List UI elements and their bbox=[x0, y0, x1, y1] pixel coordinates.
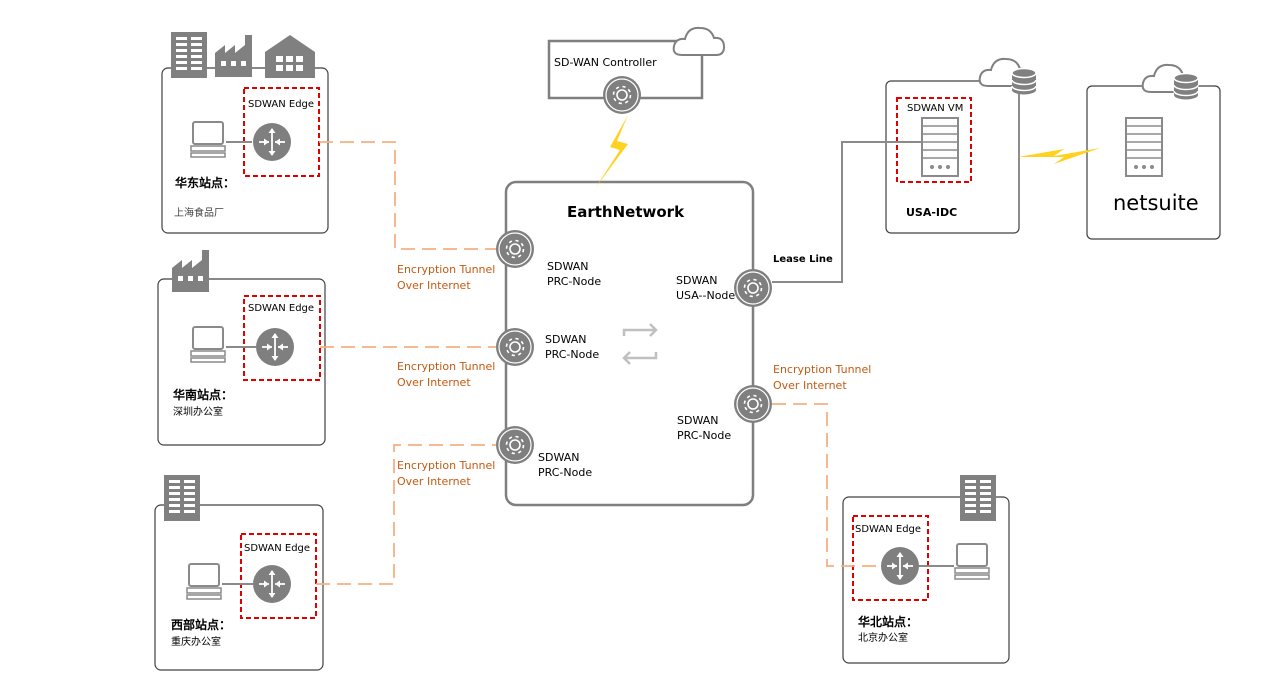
idc-vm-box bbox=[896, 97, 972, 183]
idc-name: USA-IDC bbox=[906, 206, 958, 219]
prc-node-2-gear-icon bbox=[495, 327, 535, 367]
south-edge-label: SDWAN Edge bbox=[248, 303, 315, 314]
south-site-name: 华南站点： bbox=[173, 388, 234, 402]
north-building-icon bbox=[960, 475, 996, 521]
idc-vm-label: SDWAN VM bbox=[907, 103, 964, 114]
west-pc-icon bbox=[186, 563, 222, 600]
netsuite-lightning-icon bbox=[1018, 148, 1100, 164]
south-site-frame bbox=[157, 278, 326, 446]
earthnetwork-title: EarthNetwork bbox=[567, 203, 685, 221]
east-warehouse-icon bbox=[265, 35, 315, 78]
north-site-name: 华北站点： bbox=[858, 615, 919, 629]
east-site-sub: 上海食品厂 bbox=[174, 208, 224, 219]
north-site-frame bbox=[842, 496, 1010, 664]
north-edge-router-icon bbox=[880, 546, 920, 586]
east-pc-icon bbox=[190, 121, 226, 158]
prc-node-1-gear-icon bbox=[495, 229, 535, 269]
west-edge-router-icon bbox=[252, 564, 292, 604]
south-pc-icon bbox=[190, 326, 226, 363]
netsuite-name: netsuite bbox=[1113, 191, 1199, 215]
north-edge-label: SDWAN Edge bbox=[855, 524, 922, 535]
south-factory-icon bbox=[172, 250, 209, 292]
idc-database-icon bbox=[1011, 67, 1037, 96]
east-edge-router-icon bbox=[252, 122, 292, 162]
controller-lightning-icon bbox=[596, 115, 628, 187]
sync-icon bbox=[622, 323, 658, 365]
lease-line-label: Lease Line bbox=[773, 254, 833, 265]
tunnel-east bbox=[319, 141, 496, 250]
prc-node-3-gear-icon bbox=[495, 425, 535, 465]
controller-gear-icon bbox=[602, 75, 642, 115]
west-edge-box bbox=[240, 533, 317, 619]
north-pc-icon bbox=[954, 543, 990, 580]
controller-label: SD-WAN Controller bbox=[554, 56, 657, 69]
controller-cloud-icon bbox=[672, 26, 725, 56]
south-site-sub: 深圳办公室 bbox=[173, 407, 223, 418]
east-edge-label: SDWAN Edge bbox=[248, 99, 315, 110]
north-edge-box bbox=[852, 515, 929, 601]
east-edge-box bbox=[243, 87, 320, 177]
north-site-sub: 北京办公室 bbox=[858, 633, 908, 644]
lease-line bbox=[772, 141, 921, 283]
usa-node-gear-icon bbox=[733, 268, 773, 308]
west-site-frame bbox=[154, 504, 324, 671]
west-site-sub: 重庆办公室 bbox=[171, 637, 221, 648]
west-site-name: 西部站点： bbox=[171, 618, 232, 632]
idc-server-icon bbox=[921, 117, 959, 177]
east-factory-icon bbox=[215, 35, 252, 77]
prc-node-4-gear-icon bbox=[733, 384, 773, 424]
tunnel-north bbox=[772, 403, 880, 567]
netsuite-database-icon bbox=[1173, 72, 1199, 101]
east-site-name: 华东站点： bbox=[175, 176, 236, 190]
west-edge-label: SDWAN Edge bbox=[244, 543, 311, 554]
netsuite-server-icon bbox=[1125, 117, 1163, 177]
west-building-icon bbox=[164, 475, 200, 521]
east-office-building-icon bbox=[171, 32, 207, 78]
tunnel-west bbox=[316, 444, 496, 585]
south-edge-router-icon bbox=[255, 327, 295, 367]
